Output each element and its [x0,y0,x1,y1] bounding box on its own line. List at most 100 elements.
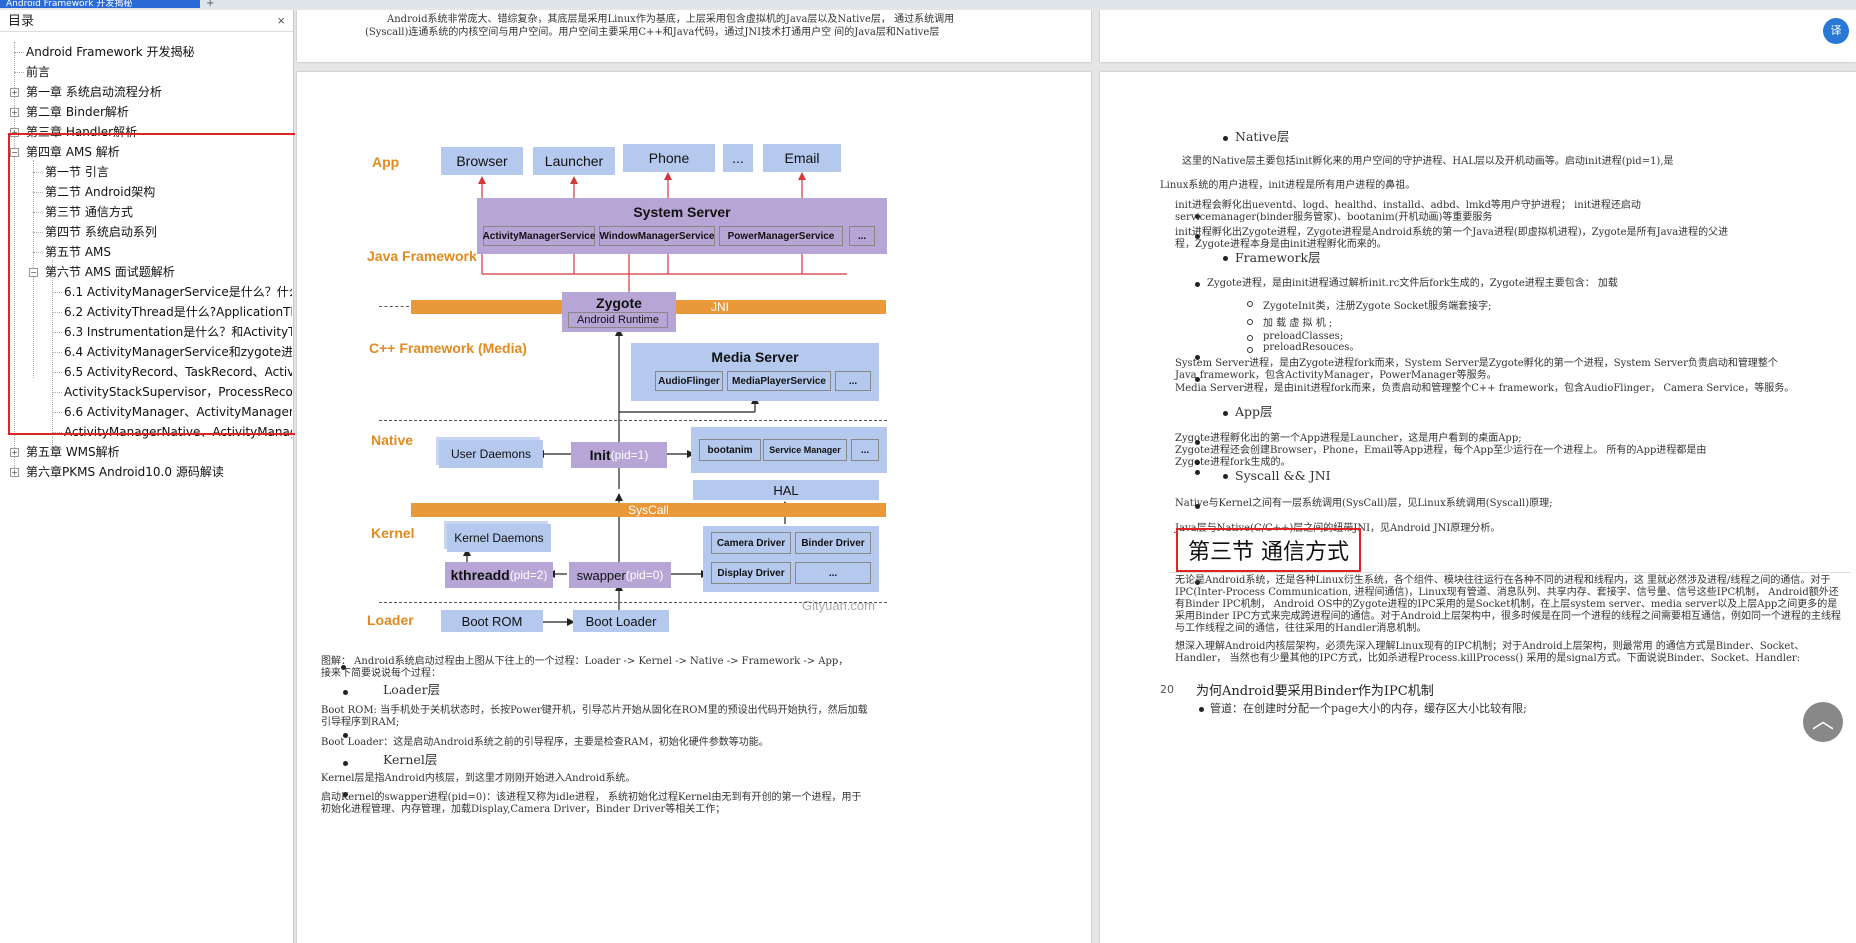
tree-branch [33,212,43,213]
toc-item-section-5[interactable]: 第五节 AMS [45,245,111,259]
bullet [1195,470,1200,475]
framework-sub-3: preloadClasses; [1263,331,1344,342]
intro-line-1: Android系统非常庞大、错综复杂，其底层是采用Linux作为基底，上层采用包… [387,14,955,25]
toc-item-section-4[interactable]: 第四节 系统启动系列 [45,225,157,239]
toc-item-6-5[interactable]: 6.5 ActivityRecord、TaskRecord、ActivitySt… [64,365,292,379]
bullet [1223,256,1228,261]
bullet [1195,282,1200,287]
service-pms: PowerManagerService [719,226,843,246]
boot-loader-box: Boot Loader [573,610,669,632]
bullet [343,792,348,797]
framework-heading: Framework层 [1235,250,1321,265]
kthreadd-pid: (pid=2) [509,568,548,582]
audioflinger-box: AudioFlinger [655,371,723,391]
framework-bullet-2: System Server进程，是由Zygote进程fork而来，System … [1175,358,1778,381]
syscall-bar: SysCall [411,503,886,517]
tree-branch [14,52,24,53]
page-left: App Java Framework C++ Framework (Media)… [297,72,1091,943]
section-heading-communication: 第三节 通信方式 [1176,528,1361,572]
tree-branch [33,232,43,233]
toc-item-6-3[interactable]: 6.3 Instrumentation是什么？和ActivityThread是什… [64,325,292,339]
kernel-text-2: 启动Kernel的swapper进程(pid=0)：该进程又称为idle进程， … [321,792,862,815]
toc-item-6-5-cont[interactable]: ActivityStackSupervisor，ProcessRecord [64,385,292,399]
drivers-box: Camera Driver Binder Driver Display Driv… [703,526,879,592]
tree-branch [52,312,62,313]
toc-item-section-2[interactable]: 第二节 Android架构 [45,185,156,199]
collapse-icon[interactable]: − [29,268,38,277]
toc-item-6-6-cont[interactable]: ActivityManagerNative、ActivityManagerPro… [64,425,292,439]
toc-item-chapter-5[interactable]: 第五章 WMS解析 [26,445,120,459]
toc-item-chapter-4[interactable]: 第四章 AMS 解析 [26,145,120,159]
media-more-box: ... [835,371,871,391]
bullet [1195,377,1200,382]
toc-item-6-4[interactable]: 6.4 ActivityManagerService和zygote进程通信是如何… [64,345,292,359]
kernel-text: Kernel层是指Android内核层，到这里才刚刚开始进入Android系统。 [321,773,636,784]
toc-sidebar: 目录 × Android Framework 开发揭秘 前言 + 第一章 系统启… [0,10,294,943]
mediaplayerservice-box: MediaPlayerService [727,371,831,391]
collapse-icon[interactable]: − [10,148,19,157]
layer-label-java: Java Framework [367,248,477,264]
bullet [343,761,348,766]
bullet [1223,411,1228,416]
native-bullet-2: init进程孵化出Zygote进程，Zygote进程是Android系统的第一个… [1175,227,1729,250]
back-to-top-button[interactable]: ︿ [1803,702,1843,742]
layer-divider [379,420,887,421]
toc-item-section-1[interactable]: 第一节 引言 [45,165,109,179]
toc-item-6-1[interactable]: 6.1 ActivityManagerService是什么？什么时候初始化的？有… [64,285,292,299]
app-bullet-2: Zygote进程还会创建Browser，Phone，Email等App进程，每个… [1175,445,1707,468]
binder-driver-box: Binder Driver [795,532,871,554]
bullet [1195,504,1200,509]
tree-line [14,42,15,472]
diagram-caption: 图解： Android系统启动过程由上图从下往上的一个过程：Loader -> … [321,656,849,679]
app-browser: Browser [441,147,523,175]
expand-icon[interactable]: + [10,108,19,117]
app-more: ... [723,144,753,172]
close-icon[interactable]: × [277,13,285,28]
init-pid: (pid=1) [610,448,649,462]
document-viewer[interactable]: Android系统非常庞大、错综复杂，其底层是采用Linux作为基底，上层采用包… [295,10,1856,943]
translate-icon[interactable]: 译 [1823,18,1849,44]
kernel-daemons-box: Kernel Daemons [447,524,551,552]
tree-line [52,260,53,455]
sub-bullet [1247,319,1253,325]
toc-item-6-2[interactable]: 6.2 ActivityThread是什么?ApplicationThread是… [64,305,292,319]
document-tab[interactable]: Android Framework 开发揭秘 [0,0,200,8]
jni-label: JNI [711,300,729,314]
bullet [1223,474,1228,479]
layer-label-loader: Loader [367,612,414,628]
toc-highlight-frame [8,133,330,435]
intro-line-2: (Syscall)连通系统的内核空间与用户空间。用户空间主要采用C++和Java… [365,27,940,38]
toc-item-preface[interactable]: 前言 [26,65,51,79]
expand-icon[interactable]: + [10,128,19,137]
toc-item-6-6[interactable]: 6.6 ActivityManager、ActivityManagerServi… [64,405,292,419]
expand-icon[interactable]: + [10,88,19,97]
app-email: Email [763,144,841,172]
framework-sub-1: ZygoteInit类，注册Zygote Socket服务端套接字; [1263,301,1492,312]
communication-paragraph-2: 想深入理解Android内核层架构，必须先深入理解Linux现有的IPC机制；对… [1175,641,1805,664]
swapper-label: swapper [576,567,626,583]
zygote-label: Zygote [596,295,642,311]
toc-item-chapter-1[interactable]: 第一章 系统启动流程分析 [26,85,162,99]
toc-item-chapter-6[interactable]: 第六章PKMS Android10.0 源码解读 [26,465,224,479]
bullet [1195,580,1200,585]
service-ams: ActivityManagerService [483,226,595,246]
native-heading: Native层 [1235,129,1290,144]
expand-icon[interactable]: + [10,468,19,477]
page-number: 20 [1160,683,1174,696]
tree-branch [14,72,24,73]
toc-item-chapter-2[interactable]: 第二章 Binder解析 [26,105,129,119]
expand-icon[interactable]: + [10,448,19,457]
toc-title: 目录 [8,13,35,28]
toc-item-chapter-3[interactable]: 第三章 Handler解析 [26,125,138,139]
layer-label-cpp: C++ Framework (Media) [369,340,527,356]
toc-item-book-title[interactable]: Android Framework 开发揭秘 [26,45,195,59]
native-services-box: bootanim Service Manager ... [691,427,887,473]
add-tab-button[interactable]: + [206,0,215,9]
toc-item-section-3[interactable]: 第三节 通信方式 [45,205,133,219]
toc-item-section-6[interactable]: 第六节 AMS 面试题解析 [45,265,175,279]
tree-branch [52,352,62,353]
kthreadd-label: kthreadd [450,567,510,583]
bullet [1195,355,1200,360]
tree-branch [33,192,43,193]
layer-label-kernel: Kernel [371,525,415,541]
